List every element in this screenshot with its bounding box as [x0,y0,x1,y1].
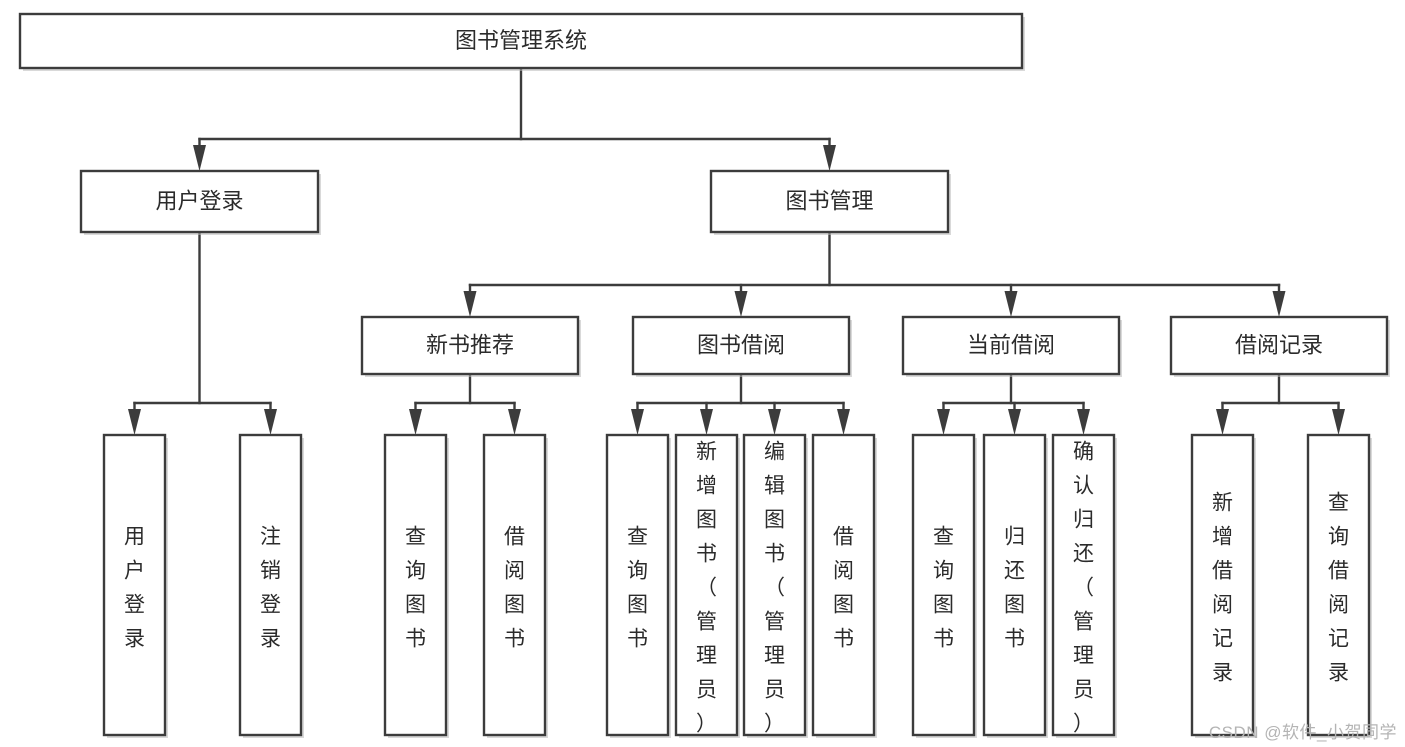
node-label: 用户登录 [124,526,145,651]
node-leaf-13[interactable]: 查询借阅记录 [1306,433,1372,738]
connector-group [631,372,850,435]
node-rect[interactable] [1169,315,1389,376]
node-label: 确认归还（管理员） [1073,441,1094,736]
node-current-loan[interactable]: 当前借阅 [901,315,1122,377]
node-label: 借阅记录 [1235,332,1323,357]
node-rect[interactable] [911,433,976,737]
node-root[interactable]: 图书管理系统 [18,12,1025,71]
node-book-borrow[interactable]: 图书借阅 [631,315,852,377]
node-label: 注销登录 [260,526,281,651]
node-label: 新增图书（管理员） [696,441,717,736]
connector-group [128,230,277,435]
connector-group [1216,372,1345,435]
node-rect[interactable] [1306,433,1371,737]
node-label: 查询图书 [627,526,648,651]
node-label: 查询借阅记录 [1328,492,1349,685]
node-rect[interactable] [360,315,580,376]
node-loan-record[interactable]: 借阅记录 [1169,315,1390,377]
node-label: 当前借阅 [967,332,1055,357]
node-rect[interactable] [674,433,739,737]
node-rect[interactable] [631,315,851,376]
node-rect[interactable] [18,12,1024,70]
node-rect[interactable] [901,315,1121,376]
node-new-book-rec[interactable]: 新书推荐 [360,315,581,377]
node-rect[interactable] [982,433,1047,737]
node-rect[interactable] [383,433,448,737]
connector-group [937,372,1090,435]
node-rect[interactable] [79,169,320,234]
node-label: 借阅图书 [833,526,854,651]
node-book-mgmt[interactable]: 图书管理 [709,169,951,235]
node-layer: 图书管理系统用户登录图书管理新书推荐图书借阅当前借阅借阅记录用户登录注销登录查询… [18,12,1390,738]
edge-layer [128,66,1345,435]
connector-group [409,372,521,435]
node-leaf-10[interactable]: 归还图书 [982,433,1048,738]
node-leaf-2[interactable]: 注销登录 [238,433,304,738]
connector-group [463,230,1286,317]
node-label: 图书管理系统 [455,28,587,53]
node-rect[interactable] [1190,433,1255,737]
node-leaf-3[interactable]: 查询图书 [383,433,449,738]
node-label: 新增借阅记录 [1212,492,1233,685]
node-rect[interactable] [709,169,950,234]
node-leaf-8[interactable]: 借阅图书 [811,433,877,738]
node-rect[interactable] [238,433,303,737]
node-label: 借阅图书 [504,526,525,651]
node-rect[interactable] [605,433,670,737]
node-rect[interactable] [1051,433,1116,737]
node-leaf-11[interactable]: 确认归还（管理员） [1051,433,1117,738]
node-label: 用户登录 [155,188,243,213]
node-user-login[interactable]: 用户登录 [79,169,321,235]
node-leaf-1[interactable]: 用户登录 [102,433,168,738]
node-leaf-5[interactable]: 查询图书 [605,433,671,738]
node-label: 图书管理 [785,188,873,213]
node-rect[interactable] [482,433,547,737]
node-leaf-4[interactable]: 借阅图书 [482,433,548,738]
node-rect[interactable] [102,433,167,737]
node-leaf-9[interactable]: 查询图书 [911,433,977,738]
node-rect[interactable] [742,433,807,737]
node-label: 归还图书 [1004,526,1025,651]
node-leaf-12[interactable]: 新增借阅记录 [1190,433,1256,738]
node-label: 新书推荐 [426,332,514,357]
node-label: 编辑图书（管理员） [764,441,785,736]
connector-group [193,66,836,171]
node-label: 图书借阅 [697,332,785,357]
node-leaf-6[interactable]: 新增图书（管理员） [674,433,740,738]
node-label: 查询图书 [405,526,426,651]
node-label: 查询图书 [933,526,954,651]
node-leaf-7[interactable]: 编辑图书（管理员） [742,433,808,738]
node-rect[interactable] [811,433,876,737]
